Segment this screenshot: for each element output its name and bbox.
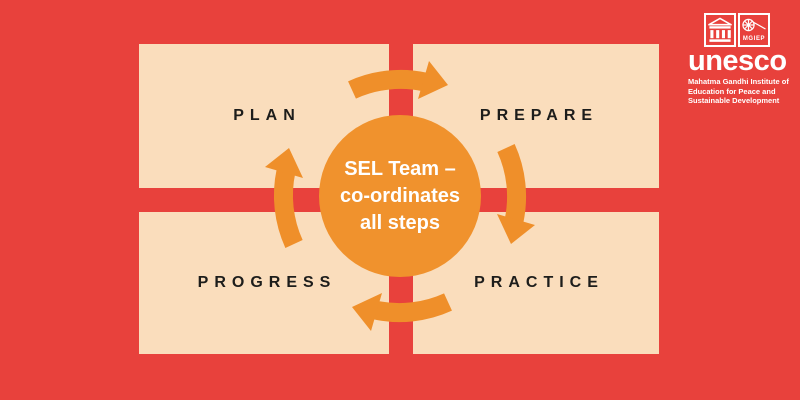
- center-circle-text-line: all steps: [359, 211, 441, 234]
- mgiep-emblem: MGIEP: [738, 13, 770, 47]
- center-circle-text-line: SEL Team –: [344, 157, 456, 180]
- quadrant-plan: PLAN: [139, 44, 389, 188]
- logo-tagline: Mahatma Gandhi Institute of Education fo…: [688, 77, 789, 106]
- mgiep-charkha-icon: [742, 18, 766, 32]
- center-circle: SEL Team – co-ordinates all steps: [319, 115, 481, 277]
- unesco-mgiep-logo: MGIEP unesco Mahatma Gandhi Institute of…: [688, 13, 789, 106]
- logo-tagline-line: Education for Peace and: [688, 86, 776, 96]
- quadrant-practice: PRACTICE: [413, 212, 659, 354]
- quadrant-prepare-label: PREPARE: [479, 107, 599, 124]
- logo-emblems: MGIEP: [704, 13, 770, 47]
- mgiep-emblem-label: MGIEP: [742, 36, 766, 42]
- logo-tagline-line: Sustainable Development: [688, 96, 780, 105]
- quadrant-progress-label: PROGRESS: [197, 274, 337, 291]
- unesco-wordmark: unesco: [688, 45, 787, 77]
- quadrant-practice-label: PRACTICE: [474, 274, 604, 291]
- center-circle-text-line: co-ordinates: [339, 184, 461, 207]
- quadrant-plan-label: PLAN: [233, 107, 301, 124]
- unesco-emblem: [704, 13, 736, 47]
- logo-tagline-line: Mahatma Gandhi Institute of: [688, 77, 789, 86]
- unesco-temple-icon: [708, 17, 732, 42]
